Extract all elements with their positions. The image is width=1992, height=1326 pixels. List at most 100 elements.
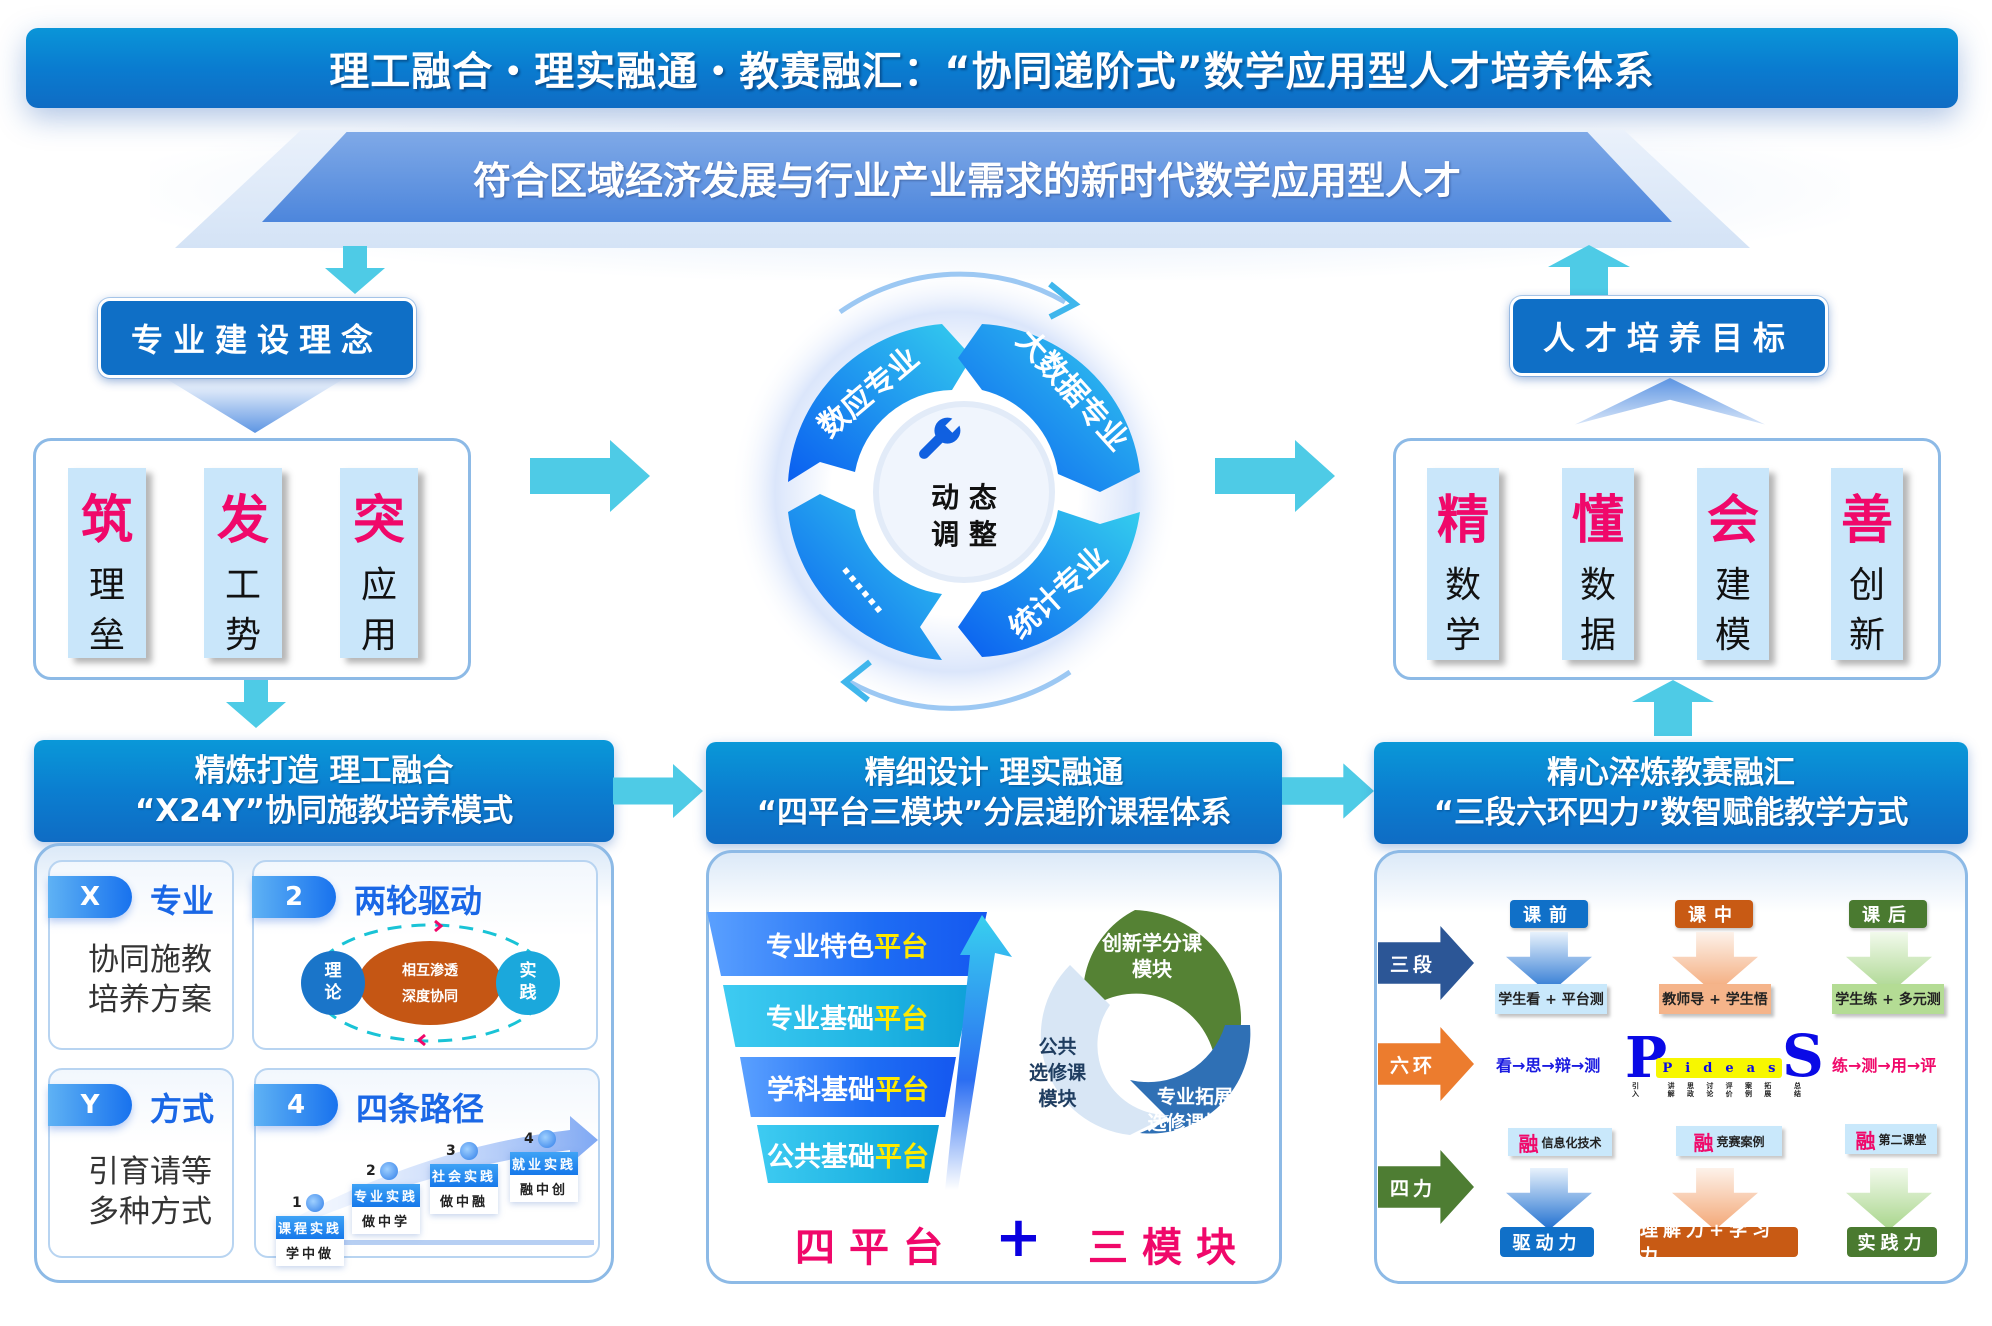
concept-line: 用	[360, 615, 397, 656]
cycle-center-line1: 动 态	[931, 481, 997, 514]
target-line: 数	[1444, 565, 1481, 606]
cycle-segment-stats	[958, 510, 1140, 657]
module-public-shape	[1040, 965, 1170, 1135]
pideas-letter: P	[1662, 1060, 1673, 1076]
rings-middle-notes: 讲解 思政 讨论 评价 案例 拓展	[1662, 1082, 1778, 1098]
left-panel-header: 精炼打造 理工融合 “X24Y”协同施教培养模式	[34, 740, 614, 842]
stage-after-desc: 学生练 + 多元测	[1832, 984, 1944, 1014]
center-line1: 相互渗透	[402, 962, 459, 979]
concept-key: 发	[216, 491, 269, 551]
stage-after: 课后	[1849, 900, 1927, 928]
cycle-segment-math	[788, 324, 972, 482]
pideas-letter: e	[1725, 1060, 1734, 1076]
theory-text: 理论	[324, 961, 342, 1003]
target-key: 善	[1840, 491, 1893, 551]
stage-before: 课前	[1510, 900, 1588, 928]
path-step-motto: 做中学	[361, 1215, 410, 1230]
arrow-down-icon	[226, 680, 286, 728]
platform-4: 公共基础平台	[757, 1125, 939, 1183]
four-tag: 4	[254, 1084, 338, 1126]
page-title: 理工融合・理实融通・教赛融汇：“协同递阶式”数学应用型人才培养体系	[329, 49, 1655, 95]
step-num: 4	[524, 1131, 534, 1147]
target-line: 建	[1714, 565, 1751, 606]
y-card-body: 引育请等 多种方式	[55, 1152, 245, 1232]
cycle-segment-bigdata	[958, 324, 1140, 492]
target-line: 据	[1579, 615, 1616, 656]
concept-line: 应	[360, 565, 397, 606]
target-line: 学	[1444, 615, 1481, 656]
path-step-3-num: 3	[446, 1140, 478, 1160]
step-num: 2	[366, 1163, 376, 1179]
concept-line: 理	[88, 565, 125, 606]
two-wheel-diagram: 相互渗透 深度协同	[301, 919, 560, 1047]
module-innovation-line2: 模块	[1132, 957, 1172, 981]
footer-three-modules: 三模块	[1088, 1225, 1250, 1271]
path-step-motto: 做中融	[439, 1195, 488, 1210]
cycle-arrow-top	[838, 271, 1067, 315]
arrow-up-icon	[1632, 680, 1714, 736]
row-stages-label: 三段	[1390, 953, 1437, 976]
step-icon	[305, 1193, 324, 1212]
module-innovation: 创新学分课 模块	[1092, 930, 1212, 982]
module-extension: 专业拓展 选修课模块	[1130, 1084, 1260, 1136]
rings-p-note: 引入	[1632, 1082, 1639, 1098]
module-innovation-shape	[1083, 910, 1242, 1060]
cycle-arrow-bottom	[848, 669, 1072, 711]
path-step-4-num: 4	[524, 1128, 556, 1148]
target-card: 懂 数 据	[1562, 468, 1634, 660]
rings-note: 讨论	[1706, 1082, 1714, 1098]
module-extension-line2: 选修课模块	[1147, 1112, 1243, 1134]
rings-note: 思政	[1686, 1082, 1694, 1098]
path-step-name: 课程实践	[276, 1216, 344, 1239]
y-tag: Y	[48, 1084, 132, 1126]
target-key: 懂	[1571, 491, 1624, 551]
x-card-body-line: 协同施教	[88, 942, 212, 978]
cycle-center-line2: 调 整	[931, 518, 997, 551]
path-step-name: 专业实践	[352, 1184, 420, 1207]
path-step: 课程实践 学中做	[276, 1216, 344, 1266]
target-line: 模	[1714, 615, 1751, 656]
fuse-text: 信息化技术	[1541, 1135, 1602, 1150]
platform-2: 专业基础平台	[723, 985, 971, 1047]
fuse-mark: 融	[1693, 1130, 1714, 1155]
path-step-2-num: 2	[366, 1160, 398, 1180]
concept-title: 专业建设理念	[130, 321, 383, 359]
arrowhead-icon	[1048, 281, 1081, 320]
orbit-arrow-icon	[434, 919, 444, 933]
path-step: 就业实践 融中创	[510, 1152, 578, 1202]
concept-header: 专业建设理念	[98, 298, 416, 378]
cycle-segment-more	[788, 494, 942, 660]
page-title-bar: 理工融合・理实融通・教赛融汇：“协同递阶式”数学应用型人才培养体系	[26, 28, 1958, 108]
x-card-title: 专业	[150, 882, 215, 920]
concept-line: 垒	[88, 615, 125, 656]
center-ellipse	[358, 941, 502, 1025]
center-line2: 深度协同	[402, 988, 458, 1005]
platform-1: 专业特色平台	[707, 912, 987, 976]
row-rings-label: 六环	[1390, 1054, 1437, 1077]
concept-card: 筑 理 垒	[68, 468, 146, 658]
three-modules-diagram	[1040, 910, 1251, 1135]
target-card: 善 创 新	[1831, 468, 1903, 660]
arrow-up-icon	[1548, 245, 1630, 297]
chevron-up-icon	[1575, 378, 1765, 425]
pideas-letter: a	[1746, 1060, 1756, 1076]
platform-suffix: 平台	[875, 1074, 929, 1106]
y-card-body-line: 多种方式	[88, 1194, 212, 1230]
target-line: 数	[1579, 565, 1616, 606]
stage-during: 课中	[1675, 900, 1753, 928]
base-line	[276, 1240, 594, 1245]
goal-banner: 符合区域经济发展与行业产业需求的新时代数学应用型人才	[262, 132, 1672, 222]
fuse-mark: 融	[1855, 1128, 1876, 1153]
chevron-down-icon	[165, 378, 345, 433]
step-num: 1	[292, 1195, 302, 1211]
two-card-title: 两轮驱动	[354, 882, 483, 920]
cycle-center	[873, 401, 1055, 583]
module-innovation-line1: 创新学分课	[1102, 931, 1202, 955]
platform-prefix: 专业特色	[766, 931, 874, 963]
arrow-down-icon	[325, 246, 385, 294]
fuse-mark: 融	[1518, 1131, 1539, 1156]
platform-suffix: 平台	[874, 1003, 928, 1035]
pideas-bar: P i d e a s	[1656, 1058, 1782, 1078]
right-panel-header-line1: 精心淬炼教赛融汇	[1547, 755, 1795, 791]
mid-panel-header-line1: 精细设计 理实融通	[864, 755, 1124, 791]
